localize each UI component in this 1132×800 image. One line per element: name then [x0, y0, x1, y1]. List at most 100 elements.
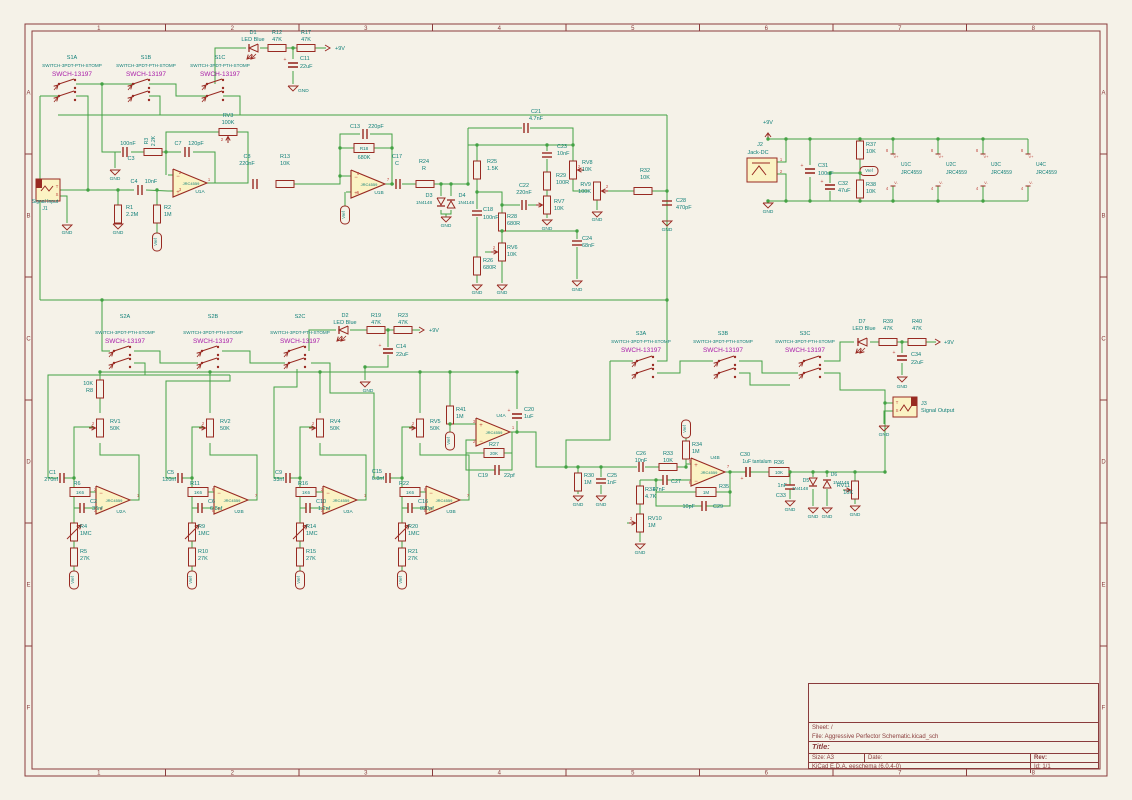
component-S2B-contact[interactable]	[216, 353, 220, 357]
wire[interactable]	[222, 350, 285, 364]
wire[interactable]	[706, 492, 731, 507]
wire[interactable]	[60, 195, 68, 223]
symbol-resbox[interactable]	[695, 487, 717, 497]
symbol-resbox[interactable]	[483, 448, 505, 458]
wire[interactable]	[214, 47, 246, 84]
component-R13[interactable]	[275, 180, 295, 188]
wire[interactable]	[465, 453, 495, 471]
component-S1A-contact[interactable]	[73, 98, 77, 102]
component-S1C-contact[interactable]	[221, 98, 225, 102]
wire[interactable]	[824, 372, 886, 472]
component-RV2[interactable]	[206, 418, 214, 438]
wire[interactable]	[165, 131, 219, 152]
component-U3B[interactable]	[425, 485, 462, 515]
wire[interactable]	[47, 374, 145, 479]
symbol-resbox[interactable]	[399, 487, 421, 497]
component-S2B-contact[interactable]	[216, 345, 220, 349]
wire[interactable]	[134, 362, 230, 376]
component-S2C-contact[interactable]	[303, 357, 307, 361]
component-R31[interactable]	[636, 485, 644, 505]
wire[interactable]	[76, 95, 134, 191]
component-S1B-contact[interactable]	[147, 90, 151, 94]
component-S1B-contact[interactable]	[147, 86, 151, 90]
wire[interactable]	[419, 443, 470, 501]
wire[interactable]	[465, 439, 484, 454]
wire[interactable]	[339, 133, 360, 176]
wire[interactable]	[777, 173, 787, 201]
symbol-resbox[interactable]	[187, 487, 209, 497]
component-R37[interactable]	[856, 140, 864, 160]
wire[interactable]	[212, 131, 249, 184]
component-S1B-contact[interactable]	[147, 98, 151, 102]
component-S3A-contact[interactable]	[651, 363, 655, 367]
component-S3B-contact[interactable]	[733, 375, 737, 379]
component-R15[interactable]	[296, 547, 304, 567]
component-R33[interactable]	[658, 463, 678, 471]
symbol-resbox[interactable]	[295, 487, 317, 497]
component-S2B-contact[interactable]	[216, 357, 220, 361]
component-RV1[interactable]	[96, 418, 104, 438]
wire[interactable]	[273, 369, 298, 479]
wire[interactable]	[565, 361, 611, 467]
component-RV7[interactable]	[543, 195, 551, 215]
component-U4B[interactable]	[690, 457, 727, 487]
component-R2[interactable]	[153, 204, 161, 224]
component-R5[interactable]	[70, 547, 78, 567]
component-S3B-contact[interactable]	[733, 355, 737, 359]
component-R38[interactable]	[856, 179, 864, 199]
component-S1B-contact[interactable]	[147, 78, 151, 82]
component-S3C-contact[interactable]	[818, 363, 822, 367]
symbol-resbox[interactable]	[69, 487, 91, 497]
wire[interactable]	[499, 453, 513, 471]
component-U2A[interactable]	[95, 485, 132, 515]
wire[interactable]	[191, 426, 203, 478]
wire[interactable]	[440, 210, 452, 215]
wire[interactable]	[223, 95, 241, 115]
wire[interactable]	[883, 410, 893, 424]
component-R30[interactable]	[574, 472, 582, 492]
component-S2A-contact[interactable]	[128, 357, 132, 361]
component-U1B[interactable]	[350, 169, 387, 199]
wire[interactable]	[401, 426, 413, 478]
component-RV8[interactable]	[569, 160, 577, 180]
component-R17[interactable]	[296, 44, 316, 52]
component-R8[interactable]	[96, 379, 104, 399]
component-R21[interactable]	[398, 547, 406, 567]
component-U1A[interactable]	[172, 168, 209, 198]
component-RV10[interactable]	[636, 513, 644, 533]
symbol-resbox[interactable]	[353, 143, 375, 153]
component-D1[interactable]	[247, 43, 259, 53]
wire[interactable]	[311, 362, 384, 479]
wire[interactable]	[364, 355, 389, 380]
component-S2A-contact[interactable]	[128, 353, 132, 357]
component-R26[interactable]	[473, 256, 481, 276]
component-D7[interactable]	[856, 337, 868, 347]
component-U2B[interactable]	[213, 485, 250, 515]
component-S1A-contact[interactable]	[73, 86, 77, 90]
wire[interactable]	[308, 329, 336, 351]
wire[interactable]	[777, 139, 787, 163]
component-U3A[interactable]	[322, 485, 359, 515]
wire[interactable]	[165, 375, 231, 479]
component-R23[interactable]	[393, 326, 413, 334]
component-RV4[interactable]	[316, 418, 324, 438]
wire[interactable]	[572, 179, 589, 192]
component-R24[interactable]	[415, 180, 435, 188]
wire[interactable]	[294, 175, 346, 185]
wire[interactable]	[149, 83, 207, 97]
wire[interactable]	[319, 443, 367, 501]
component-S3B-contact[interactable]	[733, 363, 737, 367]
wire[interactable]	[530, 127, 574, 145]
wire[interactable]	[504, 431, 515, 454]
component-S3A-contact[interactable]	[651, 355, 655, 359]
component-S3A-contact[interactable]	[651, 375, 655, 379]
wire[interactable]	[99, 443, 140, 501]
component-S2C-contact[interactable]	[303, 345, 307, 349]
component-R40[interactable]	[907, 338, 927, 346]
component-R32[interactable]	[633, 187, 653, 195]
component-RV5[interactable]	[416, 418, 424, 438]
component-R3[interactable]	[143, 148, 163, 156]
wire[interactable]	[657, 300, 668, 362]
component-D4[interactable]	[446, 199, 456, 209]
wire[interactable]	[149, 95, 161, 115]
